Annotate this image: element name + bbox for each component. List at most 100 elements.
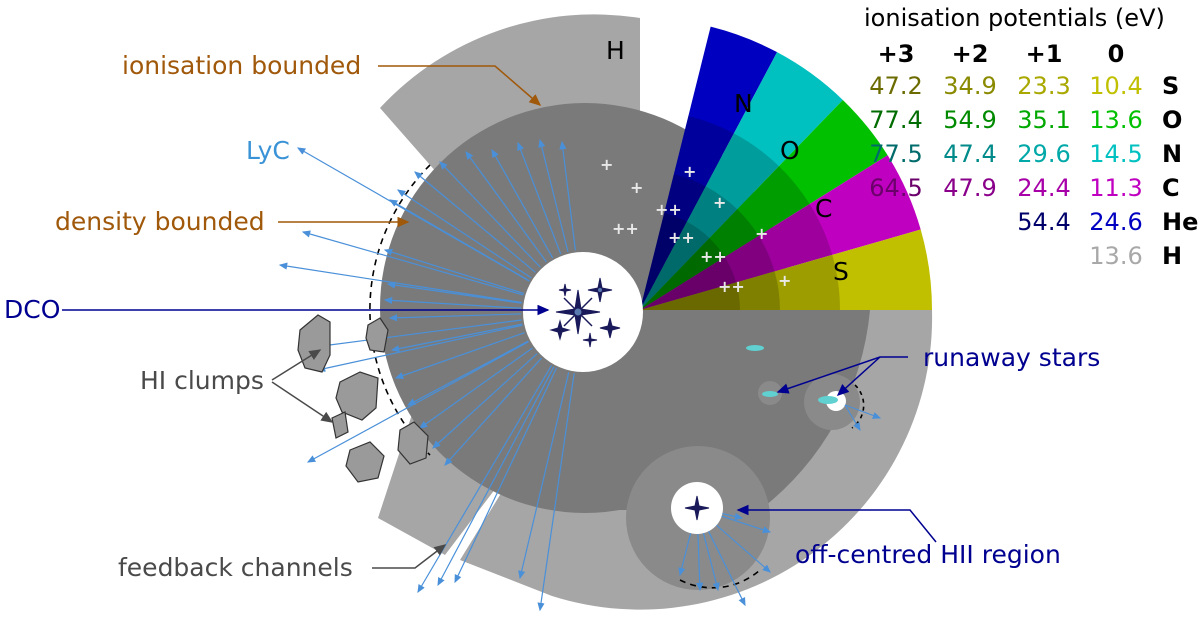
- hi-clumps-arrow-1: [271, 349, 322, 381]
- table-cell: 77.4: [869, 106, 923, 134]
- ionisation-mark: ++: [612, 219, 639, 238]
- hi-clumps-label: HI clumps: [140, 366, 264, 395]
- ionisation-mark: ++: [668, 228, 695, 247]
- table-row-element: C: [1162, 174, 1180, 202]
- runaway-arrow-2: [836, 356, 881, 397]
- table-row-element: O: [1162, 106, 1183, 134]
- sector-wedge: [640, 174, 706, 310]
- sector-wedge: [640, 155, 921, 310]
- table-header: +2: [951, 40, 989, 68]
- sector-wedge: [640, 221, 710, 310]
- lyc-ray: [383, 248, 525, 295]
- table-cell: 47.2: [869, 72, 923, 100]
- hi-clump: [365, 317, 389, 353]
- lyc-ray: [537, 373, 575, 612]
- table-cell: 24.4: [1017, 174, 1071, 202]
- density-bound-dashed: [369, 164, 431, 456]
- table-header: 0: [1107, 40, 1125, 68]
- sector-label-he: He: [664, 53, 699, 82]
- lyc-ray: [439, 161, 541, 268]
- offcentred-arrow: [736, 504, 937, 543]
- ionisation-mark: ++: [700, 247, 727, 266]
- table-cell: 47.4: [943, 140, 997, 168]
- lyc-ray: [517, 141, 562, 255]
- sector-wedge: [640, 235, 775, 310]
- lyc-ray: [278, 262, 522, 304]
- ionisation-mark: +: [778, 271, 791, 290]
- sector-label-n: N: [734, 89, 753, 118]
- sector-wedge: [640, 186, 738, 310]
- hi-clump: [335, 371, 379, 421]
- table-header: +3: [877, 40, 915, 68]
- ionisation-mark: +: [683, 162, 696, 181]
- lyc-ray: [406, 340, 529, 406]
- table-cell: 34.9: [943, 72, 997, 100]
- lyc-ray: [383, 296, 522, 309]
- lyc-ray: [390, 323, 523, 353]
- table-cell: 77.5: [869, 140, 923, 168]
- hi-clump: [331, 411, 349, 439]
- density-bounded-label: density bounded: [55, 207, 265, 236]
- table-cell: 24.6: [1089, 208, 1143, 236]
- table-row-element: N: [1162, 140, 1183, 168]
- table-cell: 35.1: [1017, 106, 1071, 134]
- lyc-ray: [388, 313, 522, 322]
- lyc-ray: [678, 533, 692, 577]
- feedback-arrow: [372, 544, 447, 569]
- lyc-ray: [696, 533, 704, 592]
- table-cell: 47.9: [943, 174, 997, 202]
- ionisation-mark: +: [600, 155, 613, 174]
- lyc-ray: [306, 341, 529, 463]
- table-row-element: S: [1162, 72, 1180, 100]
- sector-label-c: C: [815, 194, 833, 223]
- lyc-ray: [316, 324, 523, 372]
- table-cell: 13.6: [1089, 106, 1143, 134]
- hi-clumps: [297, 314, 429, 483]
- sector-wedge: [640, 229, 932, 310]
- sector-wedge: [640, 271, 780, 310]
- ionisation-mark: +: [630, 178, 643, 197]
- sector-wedge: [640, 52, 843, 311]
- sector-wedge: [640, 26, 778, 311]
- lyc-ray: [394, 332, 525, 379]
- offcentred-label: off-centred HII region: [795, 540, 1061, 569]
- hi-clump: [345, 441, 385, 483]
- lyc-ray: [716, 524, 771, 573]
- hi-clump: [397, 421, 429, 465]
- lyc-ray: [722, 512, 744, 520]
- lyc-ray: [702, 533, 720, 592]
- lyc-label: LyC: [246, 136, 290, 165]
- lyc-ray: [432, 353, 538, 449]
- lyc-ray: [454, 367, 557, 584]
- table-cell: 54.9: [943, 106, 997, 134]
- lyc-ray: [465, 151, 547, 263]
- runaway-star-streaks: [746, 345, 838, 404]
- lyc-ray: [419, 347, 533, 429]
- table-cell: 10.4: [1089, 72, 1143, 100]
- sector-wedge: [640, 204, 833, 310]
- lyc-ray: [444, 357, 542, 466]
- sector-wedge: [640, 212, 687, 310]
- sector-wedge: [640, 254, 840, 310]
- sector-label-h: H: [606, 36, 625, 65]
- table-title: ionisation potentials (eV): [864, 4, 1165, 32]
- table-header: +1: [1025, 40, 1063, 68]
- star-cluster: [549, 277, 710, 521]
- lyc-ray: [721, 515, 772, 534]
- table-cell: 54.4: [1017, 208, 1071, 236]
- lyc-ray: [386, 281, 522, 304]
- element-sectors: ++++++++++++++++: [600, 26, 932, 311]
- table-cell: 13.6: [1089, 242, 1143, 270]
- sector-label-o: O: [780, 136, 800, 165]
- feedback-channels-label: feedback channels: [118, 553, 353, 582]
- sector-wedge: [640, 133, 779, 310]
- runaway-stars-label: runaway stars: [923, 343, 1101, 372]
- lyc-ray: [301, 230, 524, 296]
- lyc-ray: [320, 319, 522, 349]
- lyc-ray: [538, 138, 569, 252]
- lyc-ray: [437, 366, 555, 587]
- sector-wedge: [640, 99, 888, 310]
- ionisation-mark: ++: [655, 200, 682, 219]
- table-cell: 11.3: [1089, 174, 1143, 202]
- dco-label: DCO: [4, 295, 61, 324]
